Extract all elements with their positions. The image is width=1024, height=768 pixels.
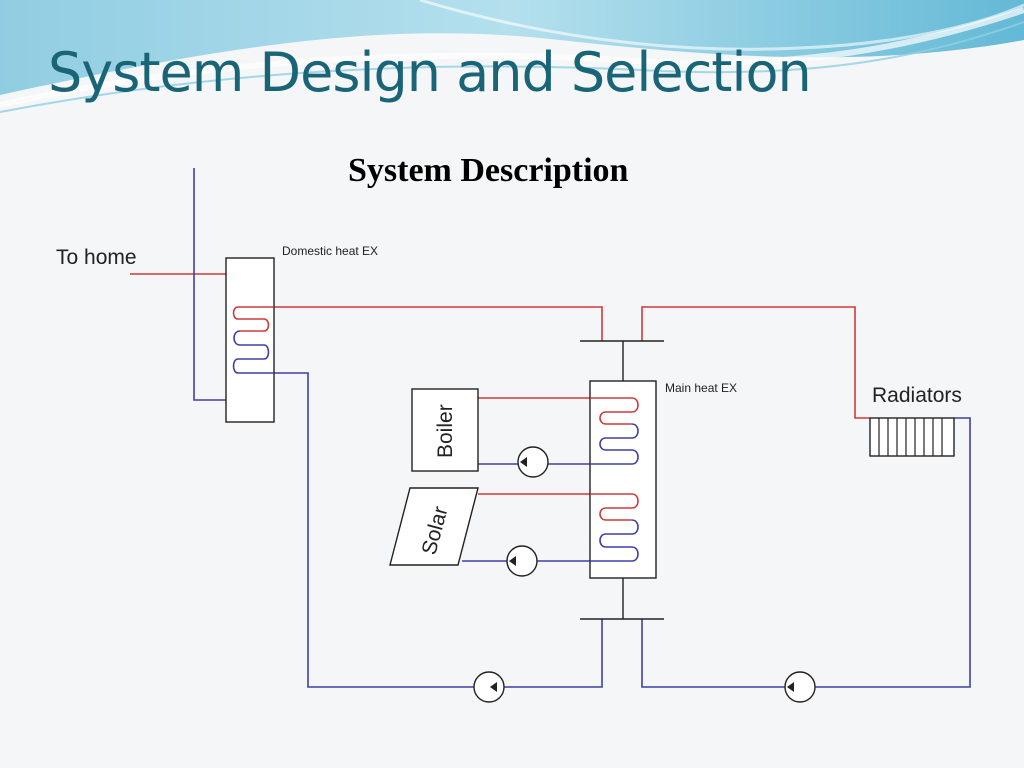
pump-icon (506, 545, 538, 577)
domestic-heat-exchanger (225, 257, 275, 423)
hot-piping (130, 273, 870, 495)
radiators-label: Radiators (872, 384, 962, 407)
solar-panel: Solar (389, 487, 479, 566)
manifold-connectors (580, 340, 664, 620)
pump-icon (784, 671, 816, 703)
boiler-label: Boiler (434, 404, 457, 458)
domestic-hx-label: Domestic heat EX (282, 244, 378, 258)
header-wave-decoration (0, 0, 1024, 113)
radiators (869, 417, 955, 457)
main-heat-exchanger (589, 380, 657, 579)
pump-icon (517, 446, 549, 478)
to-home-label: To home (56, 246, 137, 269)
slide-title: System Design and Selection (48, 41, 812, 104)
boiler: Boiler (411, 388, 479, 472)
main-hx-label: Main heat EX (665, 381, 737, 395)
pump-icon (473, 671, 505, 703)
slide-subtitle: System Description (348, 152, 629, 189)
